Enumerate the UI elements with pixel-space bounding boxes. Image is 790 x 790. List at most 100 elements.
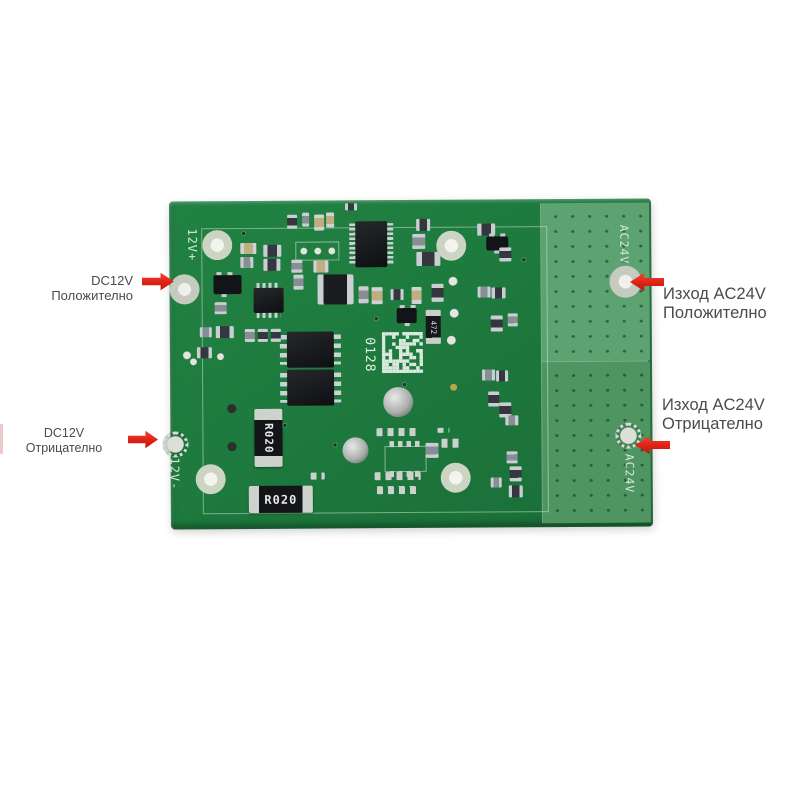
shunt-resistor-horizontal: R020	[248, 485, 313, 513]
mounting-hole	[202, 230, 233, 261]
smd-component	[416, 251, 441, 266]
cropped-arrow-fragment	[0, 424, 3, 454]
shunt-resistor-label: R020	[261, 422, 276, 454]
annotation-text: Отрицателно	[662, 415, 763, 434]
smd-component	[416, 218, 431, 231]
annotation-text: Положително	[663, 304, 767, 323]
resistor-472: 472	[425, 309, 441, 344]
smd-component	[287, 214, 298, 229]
test-pad	[327, 247, 335, 255]
smd-component	[302, 212, 310, 227]
smd-component	[374, 471, 421, 481]
smd-component	[240, 256, 254, 269]
smd-component	[213, 275, 242, 295]
smd-component	[199, 327, 212, 338]
main-ic-chip	[355, 221, 388, 268]
test-pad	[299, 247, 307, 255]
via	[227, 404, 237, 414]
shunt-resistor-vertical: R020	[254, 408, 283, 467]
smd-component	[496, 370, 509, 382]
smd-component	[244, 328, 255, 343]
smd-component	[358, 286, 369, 304]
smd-component	[505, 415, 519, 426]
smd-component	[411, 286, 422, 304]
annotation-text: DC12V Положително	[51, 273, 133, 303]
qr-code	[381, 331, 424, 374]
mounting-hole	[195, 464, 226, 495]
test-point-box	[295, 241, 340, 261]
annotation-ac24v-positive: Изход AC24V Положително	[663, 285, 767, 324]
annotation-text: Изход AC24V	[663, 285, 766, 303]
smd-component	[313, 260, 329, 273]
silkscreen-label-ac24v-top: AC24V	[617, 224, 632, 265]
mounting-hole	[436, 230, 467, 261]
test-pad	[313, 247, 321, 255]
smd-component	[441, 438, 464, 448]
smd-component	[291, 259, 303, 273]
test-pad	[182, 351, 191, 360]
smd-component	[508, 485, 523, 498]
smd-component	[450, 383, 458, 391]
via	[241, 231, 247, 237]
smd-component	[257, 328, 268, 342]
smd-component	[263, 244, 282, 257]
smd-component	[240, 242, 257, 255]
solder-blob	[383, 386, 414, 418]
driver-ic	[253, 287, 284, 313]
qr-code-pattern	[381, 331, 424, 374]
smd-component	[425, 442, 439, 458]
mounting-hole	[440, 462, 471, 493]
pcb-board: 12V+ 12V- AC24V AC24V 0128 R020 R020 472	[162, 198, 653, 530]
smd-component	[431, 283, 444, 302]
smd-component	[270, 328, 281, 342]
annotation-dc12v-positive: DC12V Положително	[20, 273, 133, 303]
smd-component	[506, 451, 518, 464]
smd-component	[215, 326, 234, 339]
test-pad	[448, 276, 458, 286]
smd-component	[477, 286, 491, 298]
smd-component	[490, 315, 503, 332]
smd-component	[293, 274, 304, 290]
silkscreen-label-12v-plus: 12V+	[185, 228, 200, 262]
smd-component	[376, 427, 421, 437]
voltage-regulator	[317, 274, 354, 305]
test-pad	[189, 358, 198, 366]
silkscreen-label-ac24v-bottom: AC24V	[622, 453, 637, 494]
mosfet-chip	[286, 331, 335, 368]
annotation-text: Отрицателно	[25, 441, 103, 455]
via	[402, 382, 408, 388]
smd-component	[499, 247, 512, 262]
via	[373, 316, 379, 322]
smd-component	[314, 214, 325, 231]
shunt-resistor-label: R020	[264, 492, 298, 507]
smd-component	[488, 391, 500, 407]
unpopulated-soic-footprint	[384, 445, 427, 473]
smd-component	[437, 427, 450, 433]
silkscreen-serial-number: 0128	[361, 337, 378, 373]
annotation-text: DC12V	[43, 426, 85, 440]
mosfet-chip	[287, 369, 335, 406]
via	[282, 422, 288, 428]
arrow-right-icon	[128, 430, 158, 449]
test-pad	[446, 335, 456, 345]
smd-component	[507, 313, 518, 327]
smd-component	[263, 258, 281, 271]
terminal-pad-12v-positive	[169, 274, 200, 305]
resistor-472-label: 472	[428, 320, 438, 334]
smd-component	[412, 233, 426, 249]
smd-component	[326, 212, 335, 228]
annotation-text: Изход AC24V	[662, 396, 765, 414]
solder-blob	[342, 437, 369, 464]
smd-component	[196, 347, 212, 359]
smd-component	[310, 472, 325, 480]
smd-component	[396, 307, 417, 324]
test-pad	[216, 353, 224, 361]
silkscreen-label-12v-minus: 12V-	[167, 457, 182, 491]
annotation-ac24v-negative: Изход AC24V Отрицателно	[662, 396, 765, 435]
smd-component	[491, 287, 506, 299]
smd-component	[509, 466, 522, 482]
terminal-pad-12v-negative	[162, 431, 189, 458]
via	[332, 442, 338, 448]
smd-component	[371, 287, 383, 305]
